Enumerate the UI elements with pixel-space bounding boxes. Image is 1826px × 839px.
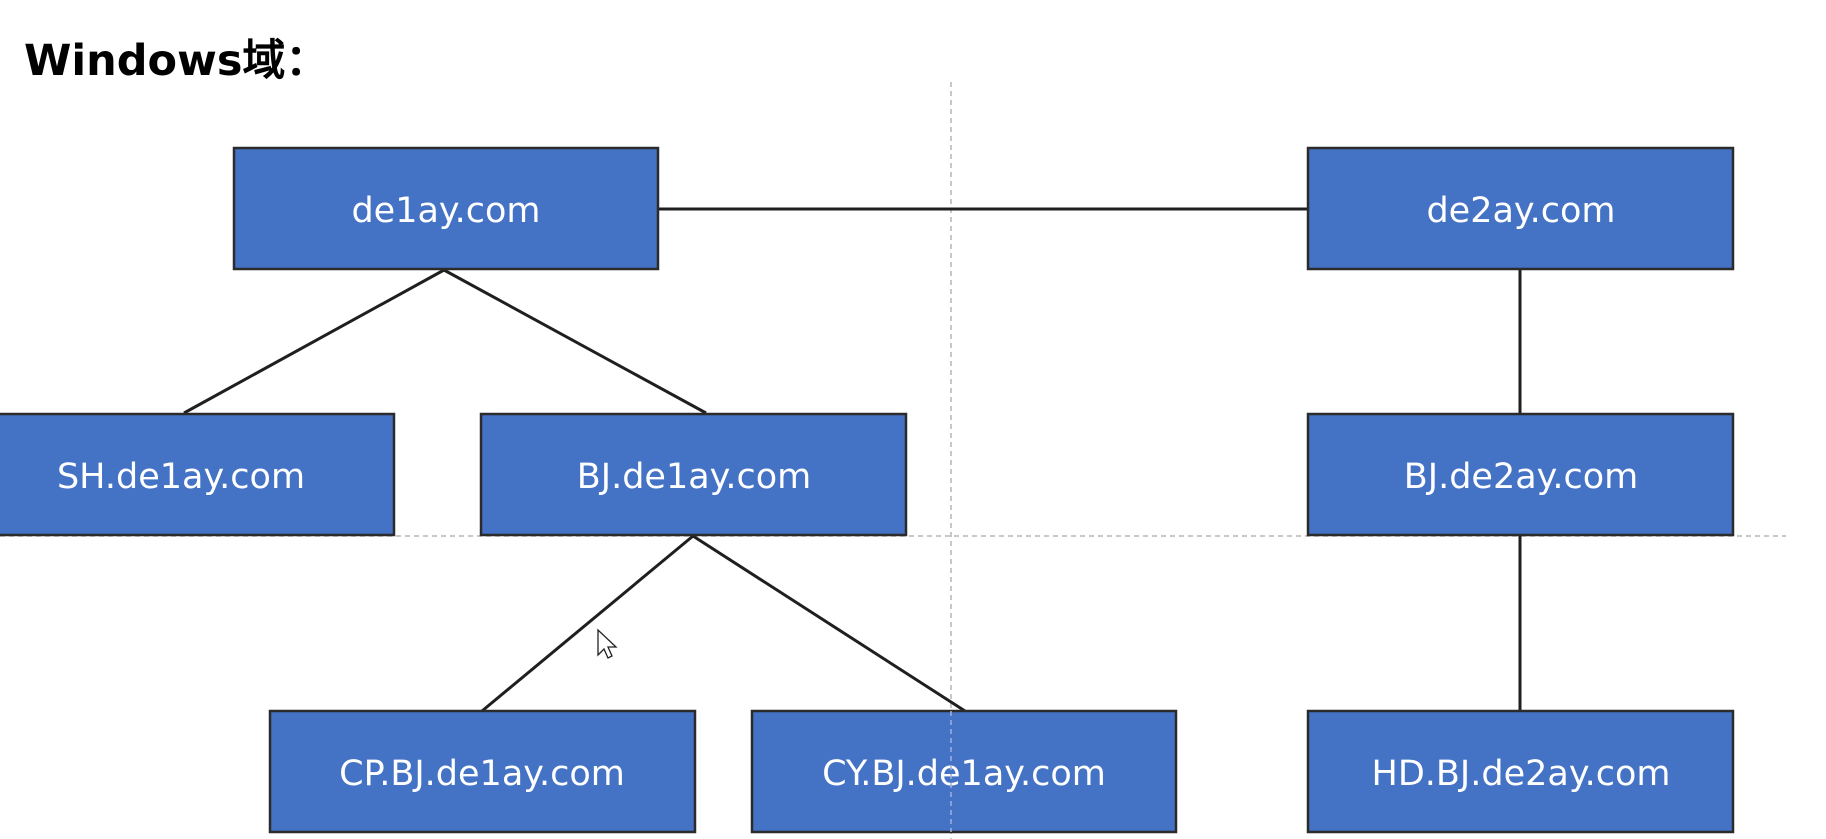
node-sh-de1ay-box: [0, 412, 396, 537]
node-bj-de2ay-label: BJ.de2ay.com: [1404, 457, 1639, 497]
node-cp-bj-de1ay-box: [268, 709, 697, 834]
edge-bj-cp: [481, 534, 694, 713]
edge-de1ay-sh: [183, 268, 445, 415]
page-title: Windows域：: [24, 36, 329, 86]
node-cy-bj-de1ay-label: CY.BJ.de1ay.com: [822, 754, 1106, 794]
node-cp-bj-de1ay[interactable]: CP.BJ.de1ay.com: [268, 709, 697, 834]
node-bj-de1ay-box: [479, 412, 908, 537]
node-sh-de1ay[interactable]: SH.de1ay.com: [0, 412, 396, 537]
node-bj-de1ay[interactable]: BJ.de1ay.com: [479, 412, 908, 537]
node-cy-bj-de1ay[interactable]: CY.BJ.de1ay.com: [750, 709, 1178, 834]
node-de1ay[interactable]: de1ay.com: [232, 146, 660, 271]
node-hd-bj-de2ay-label: HD.BJ.de2ay.com: [1372, 754, 1671, 794]
edge-de1ay-bj: [443, 268, 707, 415]
node-de2ay[interactable]: de2ay.com: [1306, 146, 1735, 271]
node-de1ay-label: de1ay.com: [351, 191, 540, 231]
node-de2ay-box: [1306, 146, 1735, 271]
mouse-cursor-icon: [597, 628, 618, 659]
node-cy-bj-de1ay-box: [750, 709, 1178, 834]
node-de2ay-label: de2ay.com: [1426, 191, 1615, 231]
node-cp-bj-de1ay-label: CP.BJ.de1ay.com: [339, 754, 625, 794]
node-hd-bj-de2ay-box: [1306, 709, 1735, 834]
node-bj-de2ay[interactable]: BJ.de2ay.com: [1306, 412, 1735, 537]
node-hd-bj-de2ay[interactable]: HD.BJ.de2ay.com: [1306, 709, 1735, 834]
node-sh-de1ay-label: SH.de1ay.com: [57, 457, 305, 497]
node-de1ay-box: [232, 146, 660, 271]
edge-bj-cy: [692, 534, 966, 713]
node-bj-de2ay-box: [1306, 412, 1735, 537]
node-bj-de1ay-label: BJ.de1ay.com: [577, 457, 812, 497]
